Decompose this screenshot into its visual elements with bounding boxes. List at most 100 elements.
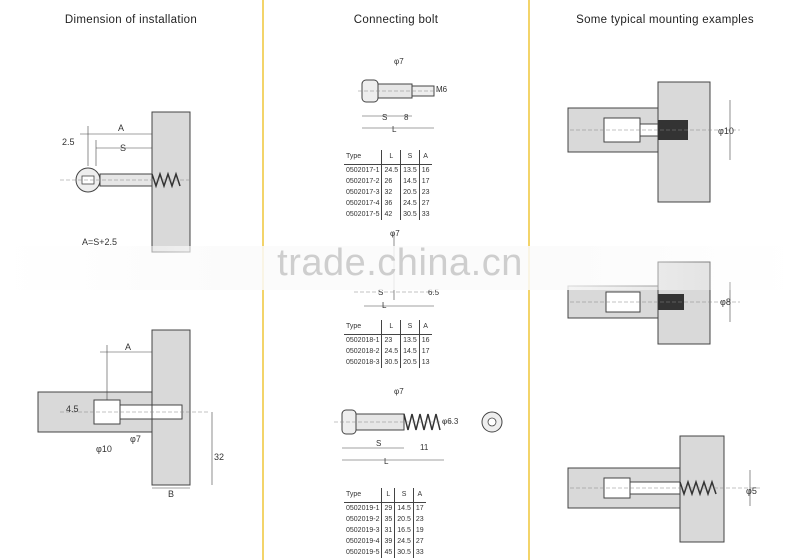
table-cell: 14.5 [400,176,420,187]
table-cell: 0502017-1 [346,167,380,174]
table-cell: 0502018-1 [346,337,380,344]
table-cell: 0502019-2 [346,516,380,523]
table-cell: 0502017-5 [346,211,380,218]
connecting-bolt-column: Connecting bolt φ7 M6 S 8 L φ7 S 6.5 L [264,0,528,560]
bolt-3-s: S [376,439,381,448]
installation-diagram-2: A 4.5 φ7 φ10 32 B [37,329,224,499]
table-cell: 31 [381,525,395,536]
table-cell: 16 [418,334,432,346]
table-cell: 30.5 [381,357,401,368]
s-label-1: S [120,143,126,153]
bolt-1-dia: φ7 [394,57,404,66]
bolt-2-sixfive: 6.5 [428,288,440,297]
installation-heading: Dimension of installation [64,14,198,26]
table-cell: 16.5 [394,525,414,536]
table-cell: 17 [418,346,432,357]
table-cell: 24.5 [400,198,420,209]
example-3-dia: φ5 [746,486,757,496]
table-cell: 27 [418,198,432,209]
table-cell: 0502019-5 [346,549,380,556]
column-header: L [381,320,401,335]
column-header: L [381,488,395,503]
table-cell: 0502017-3 [346,189,380,196]
table-cell: 17 [412,502,426,514]
table-cell: 0502019-3 [346,527,380,534]
example-1-dia: φ10 [718,126,734,136]
table-cell: 29 [381,502,395,514]
watermark-text: trade.china.cn [277,242,523,284]
mounting-example-1: φ10 [567,81,740,203]
table-cell: 33 [418,209,432,220]
a-label-1: A [118,123,124,133]
table-cell: 30.5 [394,547,414,558]
bolt-1-eight: 8 [404,113,409,122]
table-cell: 23 [418,187,432,198]
mounting-example-3: φ5 [567,435,760,543]
table-cell: 0502017-2 [346,178,380,185]
mounting-drawings: φ10 φ8 φ5 [567,81,760,543]
distance-label: 32 [214,452,224,462]
column-header: Type [344,150,382,165]
table-cell: 16 [418,164,432,176]
table-cell: 42 [381,209,401,220]
table-cell: 27 [412,536,426,547]
table-cell: 13 [418,357,432,368]
offset-label: 2.5 [62,137,75,147]
bolt-1-thread: M6 [436,85,448,94]
table-cell: 32 [381,187,401,198]
column-header: A [412,488,426,503]
table-cell: 0502017-4 [346,200,380,207]
table-cell: 0502018-3 [346,359,380,366]
bolt-drawing-1: φ7 M6 S 8 L [358,57,448,134]
table-cell: 36 [381,198,401,209]
table-cell: 0502019-4 [346,538,380,545]
table-cell: 24.5 [381,164,401,176]
table-cell: 20.5 [394,514,414,525]
table-cell: 20.5 [400,187,420,198]
table-cell: 33 [412,547,426,558]
formula-label: A=S+2.5 [82,237,117,247]
column-header: A [418,150,432,165]
table-cell: 0502019-1 [346,505,380,512]
table-cell: 26 [381,176,401,187]
table-cell: 39 [381,536,395,547]
table-cell: 20.5 [400,357,420,368]
connecting-bolt-heading: Connecting bolt [353,14,439,26]
table-cell: 0502018-2 [346,348,380,355]
bolt-3-l: L [384,457,389,466]
bolt-2-dia: φ7 [390,229,400,238]
bolt-3-eleven: 11 [420,443,429,452]
column-header: L [381,150,401,165]
table-cell: 17 [418,176,432,187]
dia-small-label: φ7 [130,434,141,444]
bolt-2-l: L [382,301,387,310]
table-cell: 14.5 [394,502,414,514]
table-cell: 35 [381,514,395,525]
table-cell: 19 [412,525,426,536]
column-header: Type [344,488,382,503]
installation-column: Dimension of installation 2.5 A S A=S+2.… [0,0,262,560]
watermark-band [0,246,800,290]
dia-large-label: φ10 [96,444,112,454]
mounting-examples-column: Some typical mounting examples φ10 φ8 [530,0,800,560]
bolt-3-thread-dia: φ6.3 [442,417,459,426]
table-cell: 24.5 [394,536,414,547]
column-header: A [418,320,432,335]
table-cell: 23 [412,514,426,525]
a-label-2: A [125,342,131,352]
